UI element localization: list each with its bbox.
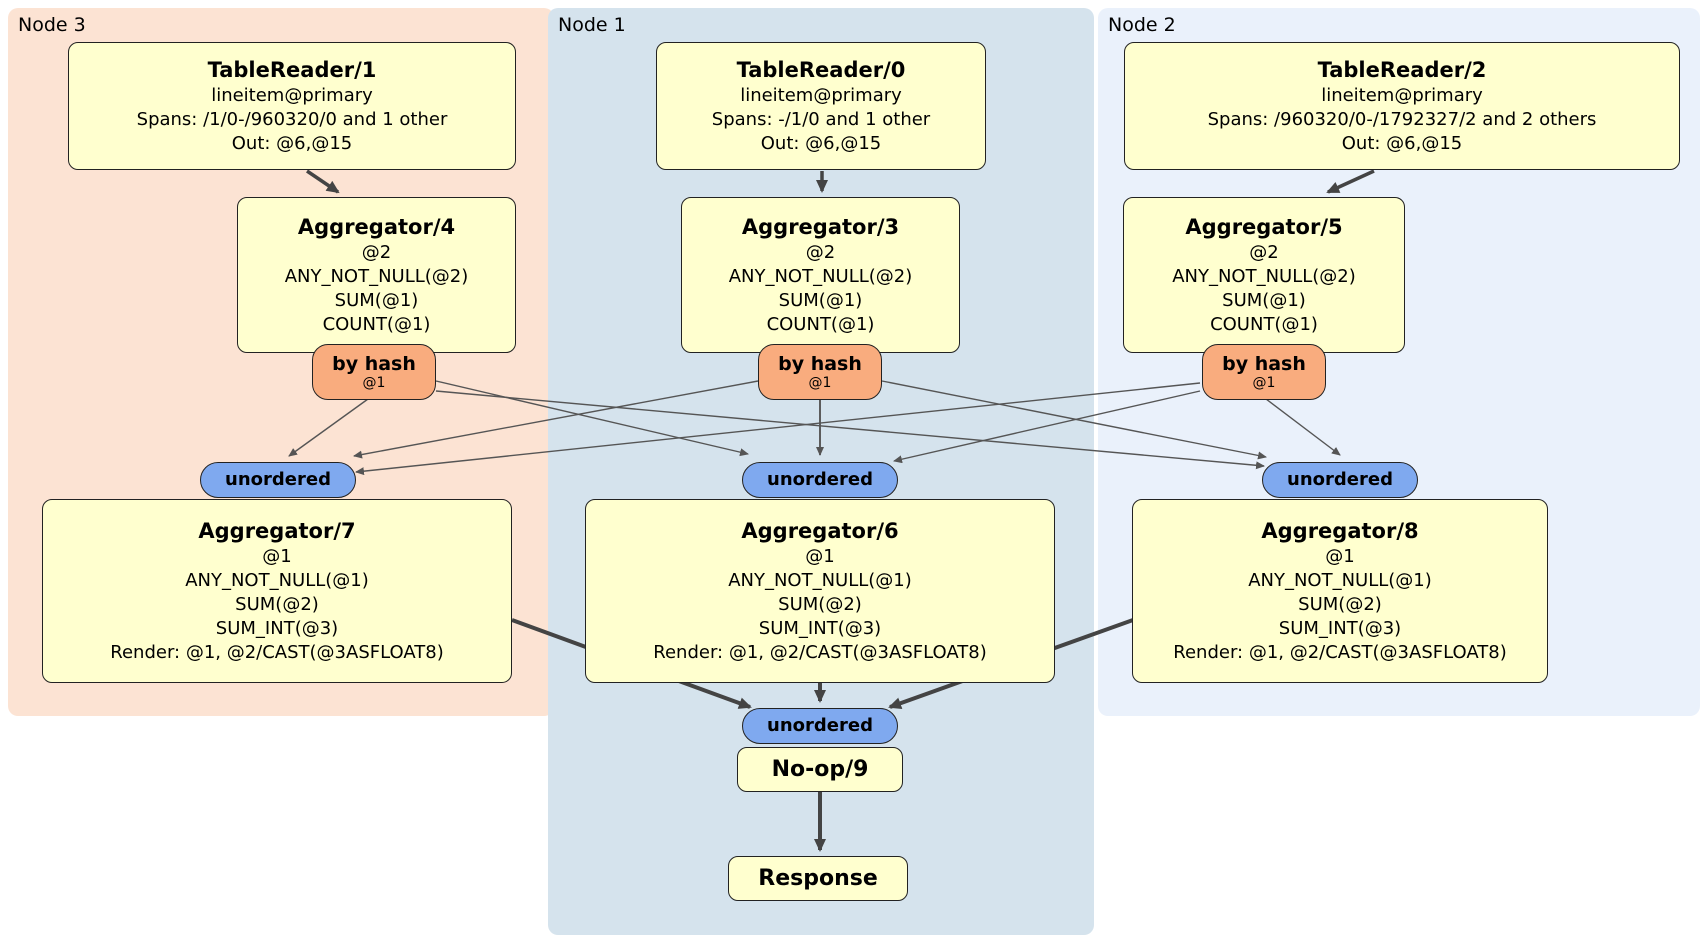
node-line: Render: @1, @2/CAST(@3ASFLOAT8) <box>110 641 444 663</box>
node-line: SUM(@2) <box>778 593 862 615</box>
node-title: No-op/9 <box>771 757 869 782</box>
badge-unordered-final: unordered <box>742 708 898 744</box>
node-line: COUNT(@1) <box>1210 313 1318 335</box>
node-tablereader-2: TableReader/2 lineitem@primary Spans: /9… <box>1124 42 1680 170</box>
node-line: SUM(@1) <box>1222 289 1306 311</box>
node-title: TableReader/1 <box>207 57 377 82</box>
badge-by-hash-node1: by hash @1 <box>758 344 882 400</box>
badge-unordered-node1: unordered <box>742 462 898 498</box>
node-line: Out: @6,@15 <box>760 132 882 154</box>
panel-label-node1: Node 1 <box>558 14 626 36</box>
node-aggregator-3: Aggregator/3 @2 ANY_NOT_NULL(@2) SUM(@1)… <box>681 197 960 353</box>
node-line: SUM(@2) <box>235 593 319 615</box>
node-line: lineitem@primary <box>740 84 902 106</box>
node-title: Aggregator/4 <box>297 214 456 239</box>
node-aggregator-5: Aggregator/5 @2 ANY_NOT_NULL(@2) SUM(@1)… <box>1123 197 1405 353</box>
node-line: Spans: /1/0-/960320/0 and 1 other <box>136 108 448 130</box>
node-line: ANY_NOT_NULL(@2) <box>728 265 913 287</box>
node-line: Render: @1, @2/CAST(@3ASFLOAT8) <box>1173 641 1507 663</box>
node-line: lineitem@primary <box>1321 84 1483 106</box>
node-line: SUM(@1) <box>334 289 419 311</box>
by-hash-sub: @1 <box>362 375 386 391</box>
node-title: Aggregator/6 <box>741 518 899 543</box>
node-line: lineitem@primary <box>211 84 373 106</box>
node-tablereader-0: TableReader/0 lineitem@primary Spans: -/… <box>656 42 986 170</box>
node-title: Response <box>758 866 878 891</box>
panel-label-node3: Node 3 <box>18 14 86 36</box>
badge-unordered-node2: unordered <box>1262 462 1418 498</box>
node-title: Aggregator/8 <box>1261 518 1419 543</box>
node-line: ANY_NOT_NULL(@2) <box>284 265 469 287</box>
node-line: Spans: /960320/0-/1792327/2 and 2 others <box>1207 108 1597 130</box>
node-line: ANY_NOT_NULL(@2) <box>1172 265 1356 287</box>
badge-unordered-node3: unordered <box>200 462 356 498</box>
by-hash-label: by hash <box>332 353 416 375</box>
by-hash-label: by hash <box>1222 353 1306 375</box>
badge-by-hash-node3: by hash @1 <box>312 344 436 400</box>
node-line: ANY_NOT_NULL(@1) <box>728 569 912 591</box>
node-aggregator-4: Aggregator/4 @2 ANY_NOT_NULL(@2) SUM(@1)… <box>237 197 516 353</box>
node-aggregator-7: Aggregator/7 @1 ANY_NOT_NULL(@1) SUM(@2)… <box>42 499 512 683</box>
node-aggregator-6: Aggregator/6 @1 ANY_NOT_NULL(@1) SUM(@2)… <box>585 499 1055 683</box>
node-line: SUM(@2) <box>1298 593 1382 615</box>
by-hash-sub: @1 <box>1252 375 1276 391</box>
badge-by-hash-node2: by hash @1 <box>1202 344 1326 400</box>
node-line: COUNT(@1) <box>766 313 875 335</box>
node-line: @2 <box>361 241 392 263</box>
node-line: Spans: -/1/0 and 1 other <box>711 108 931 130</box>
panel-label-node2: Node 2 <box>1108 14 1176 36</box>
node-title: TableReader/2 <box>1317 57 1487 82</box>
node-line: Out: @6,@15 <box>1341 132 1463 154</box>
node-line: ANY_NOT_NULL(@1) <box>185 569 369 591</box>
node-line: COUNT(@1) <box>322 313 431 335</box>
node-noop-9: No-op/9 <box>737 747 903 792</box>
node-line: SUM_INT(@3) <box>215 617 339 639</box>
node-title: TableReader/0 <box>736 57 906 82</box>
node-line: Out: @6,@15 <box>231 132 353 154</box>
node-line: SUM(@1) <box>778 289 863 311</box>
node-tablereader-1: TableReader/1 lineitem@primary Spans: /1… <box>68 42 516 170</box>
node-title: Aggregator/7 <box>198 518 356 543</box>
by-hash-label: by hash <box>778 353 862 375</box>
node-line: @1 <box>262 545 292 567</box>
node-title: Aggregator/5 <box>1185 214 1343 239</box>
node-line: @2 <box>805 241 836 263</box>
node-title: Aggregator/3 <box>741 214 900 239</box>
node-line: @2 <box>1249 241 1279 263</box>
node-response: Response <box>728 856 908 901</box>
node-line: SUM_INT(@3) <box>1278 617 1402 639</box>
node-line: ANY_NOT_NULL(@1) <box>1248 569 1432 591</box>
node-aggregator-8: Aggregator/8 @1 ANY_NOT_NULL(@1) SUM(@2)… <box>1132 499 1548 683</box>
by-hash-sub: @1 <box>808 375 832 391</box>
node-line: @1 <box>1325 545 1355 567</box>
node-line: Render: @1, @2/CAST(@3ASFLOAT8) <box>653 641 987 663</box>
node-line: @1 <box>805 545 835 567</box>
node-line: SUM_INT(@3) <box>758 617 882 639</box>
